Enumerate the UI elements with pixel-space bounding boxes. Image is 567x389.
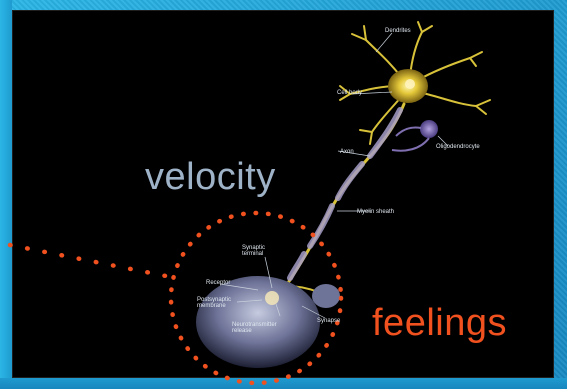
label-receptor: Receptor: [206, 280, 230, 286]
velocity-label: velocity: [145, 156, 276, 199]
label-myelin-sheath: Myelin sheath: [357, 209, 394, 215]
label-neurotransmitter-release: Neurotransmitter release: [232, 322, 290, 335]
feelings-label: feelings: [372, 302, 507, 345]
label-cell-body: Cell body: [337, 90, 362, 96]
label-synaptic-terminal: Synaptic terminal: [242, 245, 276, 258]
label-postsynaptic-membrane: Postsynaptic membrane: [197, 297, 237, 310]
nucleus: [405, 79, 415, 89]
axon: [286, 104, 404, 286]
label-axon: Axon: [340, 149, 354, 155]
label-dendrites: Dendrites: [385, 28, 411, 34]
label-oligodendrocyte: Oligodendrocyte: [436, 144, 480, 150]
oligodendrocyte: [392, 120, 438, 151]
label-synapse: Synapse: [317, 318, 340, 324]
synaptic-terminal: [265, 291, 279, 305]
